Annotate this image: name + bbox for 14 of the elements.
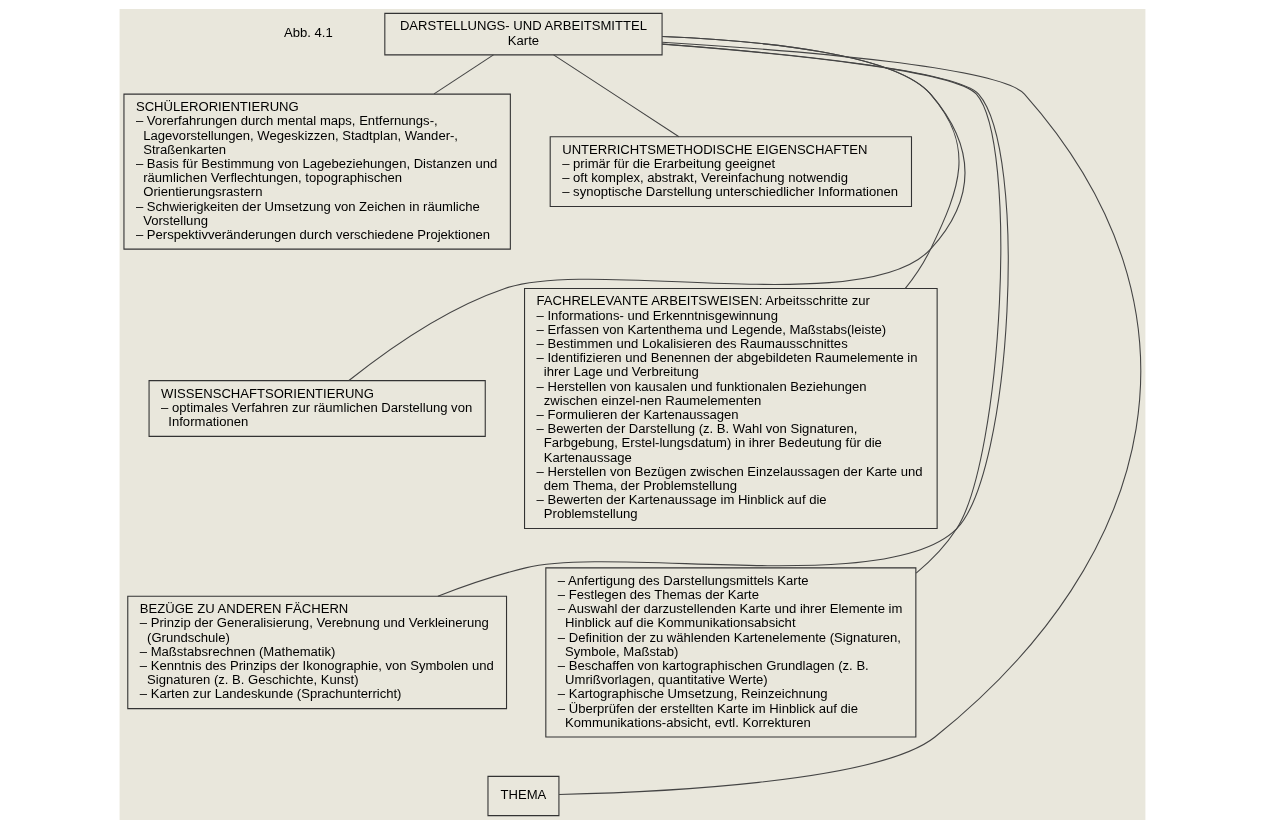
connector bbox=[433, 53, 494, 94]
node-box: DARSTELLUNGS- UND ARBEITSMITTEL Karte bbox=[383, 12, 663, 55]
node-box: – Anfertigung des Darstellungsmittels Karte – Festlegen des Themas der Karte – Auswahl der darzustellenden Karte und ihrer Elemente im Hinblick auf die Kommunikationsabsicht – Definition der zu wählenden Kartenelemente (Signaturen, Symbole, Maßstab) – Beschaffen von kartographischen Grundlagen (z. B. Umrißvorlagen, quantitative Werte) – Kartographische Umsetzung, Reinzeichnung – Überprüfen der erstellten Karte im Hinblick auf die Kommunikations-absicht, evtl. Korrekturen bbox=[544, 566, 916, 738]
connector bbox=[558, 41, 1141, 795]
connector bbox=[552, 53, 679, 137]
connector bbox=[347, 35, 965, 381]
node-box: THEMA bbox=[486, 775, 559, 816]
node-box: BEZÜGE ZU ANDEREN FÄCHERN – Prinzip der Generalisierung, Verebnung und Verkleinerung (Grundschule) – Maßstabsrechnen (Mathematik) – Kenntnis des Prinzips der Ikonographie, von Symbolen und Signaturen (z. B. Geschichte, Kunst) – Karten zur Landeskunde (Sprachunterricht) bbox=[126, 595, 507, 709]
connector bbox=[436, 42, 1009, 597]
node-box: SCHÜLERORIENTIERUNG – Vorerfahrungen durch mental maps, Entfernungs-, Lagevorstellungen, Wegeskizzen, Stadtplan, Wander-, Straßenkarten – Basis für Bestimmung von Lagebeziehungen, Distanzen und räumlichen Verflechtungen, topographischen Orientierungsrastern – Schwierigkeiten der Umsetzung von Zeichen in räumliche Vorstellung – Perspektivveränderungen durch verschiedene Projektionen bbox=[122, 93, 511, 250]
node-box: WISSENSCHAFTSORIENTIERUNG – optimales Verfahren zur räumlichen Darstellung von Informationen bbox=[148, 379, 486, 437]
node-box: UNTERRICHTSMETHODISCHE EIGENSCHAFTEN – primär für die Erarbeitung geeignet – oft komplex, abstrakt, Vereinfachung notwendig – synoptische Darstellung unterschiedlicher Informationen bbox=[549, 135, 912, 207]
label: Abb. 4.1 bbox=[283, 24, 333, 40]
node-box: FACHRELEVANTE ARBEITSWEISEN: Arbeitsschritte zur – Informations- und Erkenntnisgewinnung – Erfassen von Kartenthema und Legende, Maßstabs(leiste) – Bestimmen und Lokalisieren des Raumausschnittes – Identifizieren und Benennen der abgebildeten Raumelemente in ihrer Lage und Verbreitung – Herstellen von kausalen und funktionalen Beziehungen zwischen einzel-nen Raumelementen – Formulieren der Kartenaussagen – Bewerten der Darstellung (z. B. Wahl von Signaturen, Farbgebung, Erstel-lungsdatum) in ihrer Bedeutung für die Kartenaussage – Herstellen von Bezügen zwischen Einzelaussagen der Karte und dem Thema, der Problemstellung – Bewerten der Kartenaussage im Hinblick auf die Problemstellung bbox=[523, 287, 938, 529]
